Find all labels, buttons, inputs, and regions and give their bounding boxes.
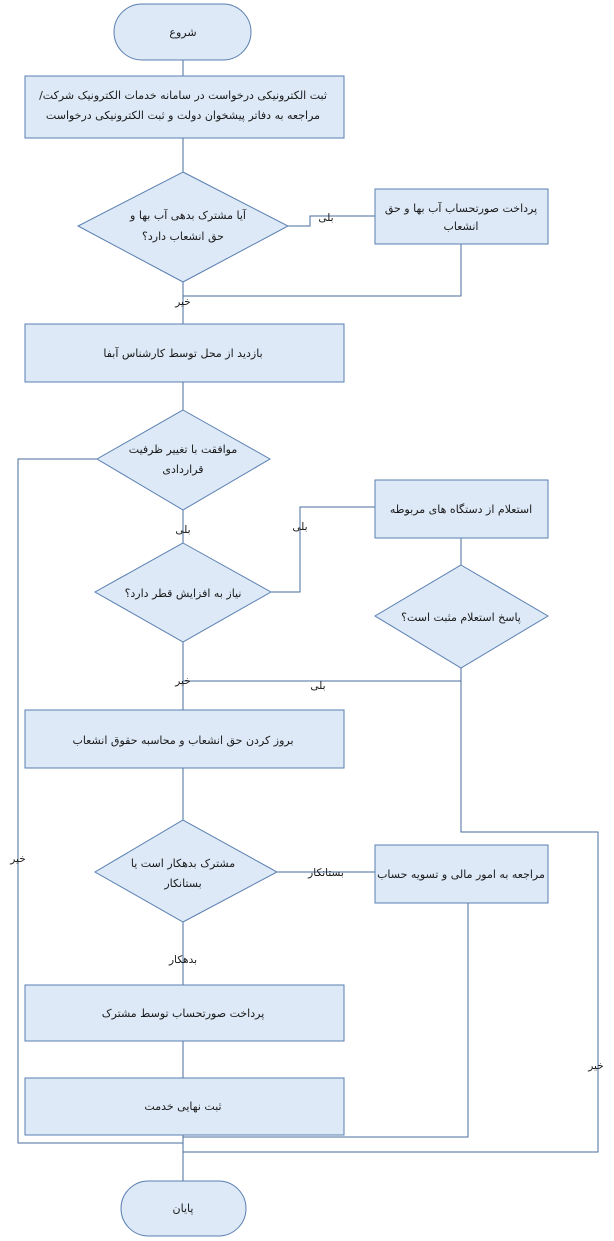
visit-text: بازدید از محل توسط کارشناس آبفا — [103, 346, 262, 360]
inquiry-question-text: پاسخ استعلام مثبت است؟ — [401, 611, 521, 624]
label-debt-yes: بلی — [318, 212, 333, 224]
debt-question-line1: آیا مشترک بدهی آب بها و — [129, 208, 247, 222]
finance-box — [374, 844, 549, 904]
capacity-question-diamond — [96, 409, 272, 511]
start-text: شروع — [169, 26, 196, 39]
label-diameter-no: خیر — [174, 675, 190, 687]
debt-question-line2: حق انشعاب دارد؟ — [142, 230, 224, 244]
arrow-diameter-yes-to-inquiry — [271, 506, 375, 593]
finance-text: مراجعه به امور مالی و تسویه حساب — [377, 868, 545, 881]
label-inquiry-yes: بلی — [310, 680, 325, 692]
register-text-line2: مراجعه به دفاتر پیشخوان دولت و ثبت الکتر… — [46, 109, 320, 122]
shapes — [24, 3, 549, 1237]
debtor-question-line2: بستانکار — [163, 877, 201, 890]
debt-question-diamond — [76, 171, 290, 283]
end-text: پایان — [173, 1202, 194, 1215]
inquiry-question-diamond — [374, 564, 549, 669]
register-text-line1: ثبت الکترونیکی درخواست در سامانه خدمات ا… — [39, 89, 327, 102]
end-terminal — [120, 1180, 247, 1237]
diameter-question-diamond — [93, 542, 273, 643]
connectors — [17, 60, 599, 1181]
label-capacity-no: خیر — [9, 853, 25, 865]
capacity-question-line1: موافقت با تغییر ظرفیت — [129, 443, 238, 456]
label-creditor: بستانکار — [307, 867, 344, 879]
label-capacity-yes: بلی — [175, 524, 190, 536]
final-box — [24, 1077, 345, 1136]
inquiry-text: استعلام از دستگاه های مربوطه — [390, 503, 532, 516]
start-terminal — [113, 3, 252, 61]
node-texts: شروع ثبت الکترونیکی درخواست در سامانه خد… — [39, 26, 545, 1215]
label-inquiry-no: خیر — [587, 1060, 603, 1072]
label-debt-no: خیر — [174, 296, 190, 308]
register-box — [24, 75, 345, 139]
pay-debt-line1: پرداخت صورتحساب آب بها و حق — [385, 201, 537, 216]
update-box — [24, 709, 345, 769]
arrow-finance-to-end — [183, 903, 469, 1138]
inquiry-box — [374, 479, 549, 539]
pay-bill-text: پرداخت صورتحساب توسط مشترک — [102, 1007, 265, 1020]
update-text: بروز کردن حق انشعاب و محاسبه حقوق انشعاب — [72, 734, 293, 748]
visit-box — [24, 323, 345, 383]
arrow-pay-return — [183, 244, 462, 297]
capacity-question-line2: قراردادی — [162, 463, 203, 476]
label-diameter-yes: بلی — [292, 521, 307, 533]
arrow-inquiry-no-to-end — [183, 681, 599, 1153]
final-text: ثبت نهایی خدمت — [144, 1100, 221, 1113]
label-debtor: بدهکار — [168, 954, 197, 966]
pay-debt-box — [374, 188, 549, 245]
arrow-capacity-no-to-end — [17, 458, 183, 1144]
debtor-question-line1: مشترک بدهکار است یا — [131, 857, 235, 870]
debtor-question-diamond — [94, 819, 279, 923]
pay-bill-box — [24, 984, 345, 1042]
arrow-debt-yes-to-pay — [288, 215, 375, 227]
branch-labels: بلی خیر بلی خیر بلی خیر بلی خیر بستانکار… — [9, 212, 603, 1072]
diameter-question-text: نیاز به افزایش قطر دارد؟ — [125, 587, 242, 600]
pay-debt-line2: انشعاب — [444, 220, 479, 233]
